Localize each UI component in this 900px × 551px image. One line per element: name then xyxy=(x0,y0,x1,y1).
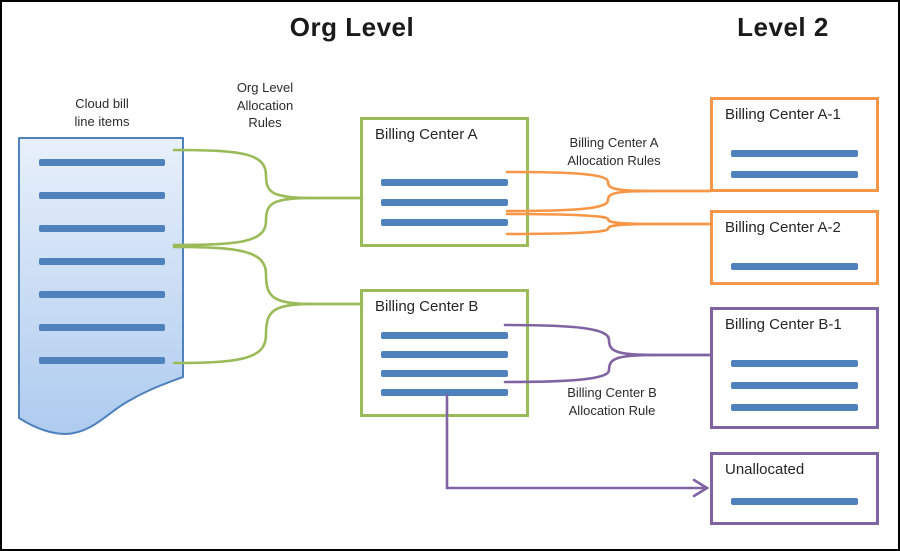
content-line-bar xyxy=(381,199,508,206)
billing-center-a1-title: Billing Center A-1 xyxy=(725,106,841,123)
unallocated-lines xyxy=(713,498,876,505)
unallocated-box: Unallocated xyxy=(710,452,879,525)
purple-brace-b1-top xyxy=(503,323,712,357)
billing-center-a-lines xyxy=(363,179,526,226)
billing-center-a2-title: Billing Center A-2 xyxy=(725,219,841,236)
billing-center-a2-box: Billing Center A-2 xyxy=(710,210,879,285)
billing-center-a2-lines xyxy=(713,263,876,270)
billing-center-a1-lines xyxy=(713,150,876,178)
billing-center-b1-title: Billing Center B-1 xyxy=(725,316,842,333)
content-line-bar xyxy=(39,324,165,331)
orange-brace-a2-top xyxy=(505,212,712,226)
orange-brace-a1-bottom xyxy=(505,189,712,213)
billing-center-a-title: Billing Center A xyxy=(375,126,478,143)
content-line-bar xyxy=(381,179,508,186)
content-line-bar xyxy=(731,263,858,270)
green-brace-a-top xyxy=(172,148,364,200)
bc-a-allocation-rules-label: Billing Center A Allocation Rules xyxy=(567,135,661,168)
content-line-bar xyxy=(731,171,858,178)
content-line-bar xyxy=(39,192,165,199)
content-line-bar xyxy=(39,225,165,232)
green-brace-b-bottom xyxy=(172,302,364,365)
content-line-bar xyxy=(731,150,858,157)
content-line-bar xyxy=(39,258,165,265)
unallocated-title: Unallocated xyxy=(725,461,805,478)
content-line-bar xyxy=(381,332,508,339)
green-brace-a-bottom xyxy=(172,196,364,247)
billing-center-a1-box: Billing Center A-1 xyxy=(710,97,879,192)
level-2-title: Level 2 xyxy=(737,12,829,42)
billing-center-b1-lines xyxy=(713,360,876,411)
content-line-bar xyxy=(381,219,508,226)
billing-center-a-box: Billing Center A xyxy=(360,117,529,247)
billing-center-b-title: Billing Center B xyxy=(375,298,479,315)
billing-center-b-lines xyxy=(363,332,526,396)
orange-brace-a2-bottom xyxy=(505,222,712,236)
cloud-bill-document xyxy=(18,137,185,439)
content-line-bar xyxy=(381,370,508,377)
green-brace-b-top xyxy=(172,245,364,306)
org-allocation-rules-label: Org Level Allocation Rules xyxy=(236,80,294,131)
content-line-bar xyxy=(39,159,165,166)
content-line-bar xyxy=(731,382,858,389)
purple-arrowhead-icon xyxy=(692,478,710,498)
billing-center-b-box: Billing Center B xyxy=(360,289,529,417)
billing-center-b1-box: Billing Center B-1 xyxy=(710,307,879,429)
orange-brace-a1-top xyxy=(505,170,712,193)
content-line-bar xyxy=(381,351,508,358)
document-line-items xyxy=(18,137,185,364)
content-line-bar xyxy=(39,291,165,298)
content-line-bar xyxy=(731,360,858,367)
purple-brace-b1-bottom xyxy=(503,353,712,384)
content-line-bar xyxy=(731,404,858,411)
bc-b-allocation-rule-label: Billing Center B Allocation Rule xyxy=(567,385,657,418)
content-line-bar xyxy=(731,498,858,505)
cloud-bill-label: Cloud bill line items xyxy=(74,96,130,129)
content-line-bar xyxy=(39,357,165,364)
content-line-bar xyxy=(381,389,508,396)
org-level-title: Org Level xyxy=(289,12,415,42)
